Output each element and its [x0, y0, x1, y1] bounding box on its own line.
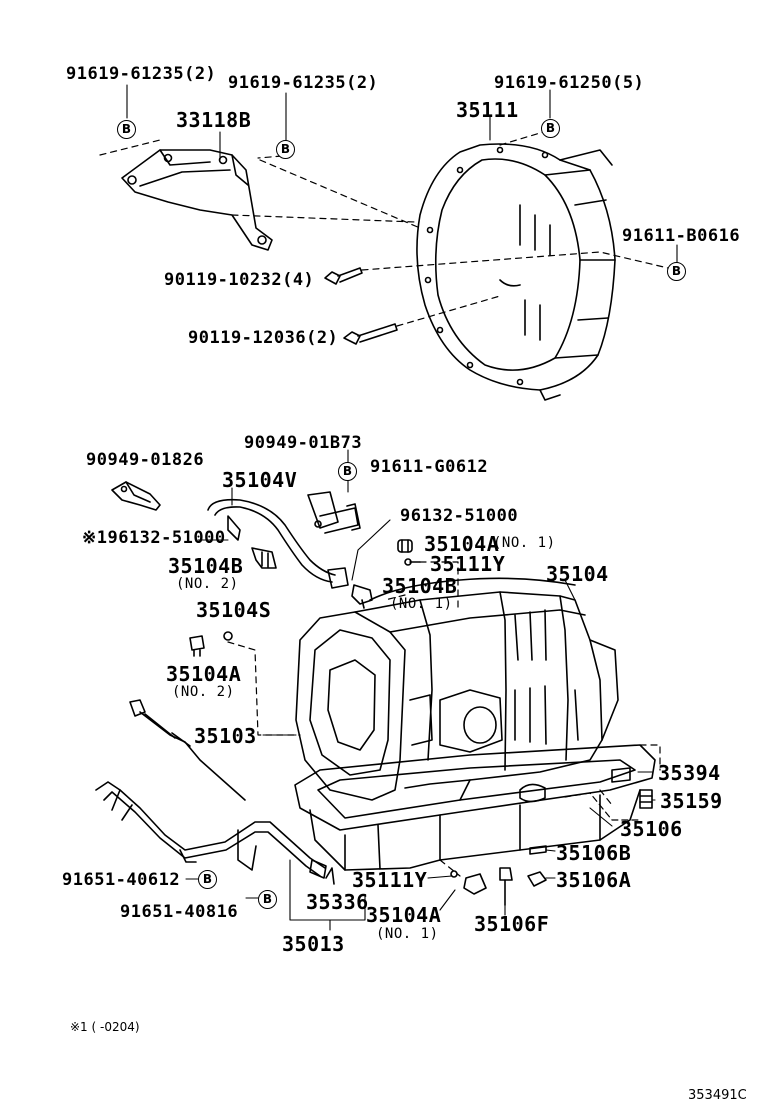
marker-b: B	[258, 890, 277, 909]
part-label-90119-12036: 90119-12036(2)	[188, 328, 339, 348]
part-label-35104a-no2: 35104A	[166, 662, 242, 686]
diagram-code: 353491C	[688, 1088, 747, 1103]
marker-b: B	[117, 120, 136, 139]
part-label-35159: 35159	[660, 789, 723, 813]
part-label-33118b: 33118B	[176, 108, 252, 132]
part-label-35106: 35106	[620, 817, 683, 841]
marker-b: B	[667, 262, 686, 281]
marker-b: B	[276, 140, 295, 159]
marker-b: B	[338, 462, 357, 481]
part-label-90949-01b73: 90949-01B73	[244, 433, 363, 453]
filler-tube-35013-drawing	[95, 781, 327, 879]
drain-parts-drawing	[325, 767, 653, 906]
part-label-35104a-no1-top-sub: (NO. 1)	[493, 535, 556, 551]
sensor-90949-01b73-drawing	[307, 491, 361, 534]
part-label-91611-b0616: 91611-B0616	[622, 226, 741, 246]
part-label-35104: 35104	[546, 562, 609, 586]
part-label-91619-61235-left: 91619-61235(2)	[66, 64, 217, 84]
marker-b: B	[198, 870, 217, 889]
part-label-35111: 35111	[456, 98, 519, 122]
part-label-35104b-no2: 35104B	[168, 554, 244, 578]
small-fittings-drawing	[189, 539, 421, 657]
bolts-90119-drawing	[324, 267, 398, 345]
part-label-35104a-no2-sub: (NO. 2)	[172, 684, 235, 700]
fitting-35104b-no2-drawing	[251, 547, 277, 569]
part-label-35111y-bottom: 35111Y	[352, 868, 428, 892]
part-label-35336: 35336	[306, 890, 369, 914]
bell-housing-35111-drawing	[416, 143, 616, 401]
part-label-35013: 35013	[282, 932, 345, 956]
part-label-96132-51000: 96132-51000	[400, 506, 519, 526]
part-label-35104a-no1-bottom: 35104A	[366, 903, 442, 927]
part-label-35111y-top: 35111Y	[430, 552, 506, 576]
bracket-33118b-drawing	[121, 149, 273, 251]
part-label-35104b-no2-sub: (NO. 2)	[176, 576, 239, 592]
marker-b: B	[541, 119, 560, 138]
part-label-35106a: 35106A	[556, 868, 632, 892]
part-label-35106f: 35106F	[474, 912, 550, 936]
part-label-35104a-no1-bottom-sub: (NO. 1)	[376, 926, 439, 942]
part-label-91651-40816: 91651-40816	[120, 902, 239, 922]
part-label-90949-01826: 90949-01826	[86, 450, 205, 470]
part-label-35104a-no1-top: 35104A	[424, 532, 500, 556]
part-label-35104s: 35104S	[196, 598, 272, 622]
part-label-35103: 35103	[194, 724, 257, 748]
dipstick-35103-drawing	[129, 699, 246, 801]
part-label-91619-61235-right: 91619-61235(2)	[228, 73, 379, 93]
clip-90949-01826-drawing	[111, 481, 161, 511]
part-label-35104b-no1: 35104B	[382, 574, 458, 598]
part-label-90119-10232: 90119-10232(4)	[164, 270, 315, 290]
part-label-91619-61250: 91619-61250(5)	[494, 73, 645, 93]
hose-35104v-drawing	[207, 498, 349, 589]
part-label-96132-51000-note: ※196132-51000	[82, 528, 226, 548]
part-label-35104b-no1-sub: (NO. 1)	[390, 596, 453, 612]
part-label-91611-g0612: 91611-G0612	[370, 457, 489, 477]
part-label-91651-40612: 91651-40612	[62, 870, 181, 890]
oil-pan-35106-drawing	[294, 744, 656, 871]
part-label-35106b: 35106B	[556, 841, 632, 865]
part-label-35104v: 35104V	[222, 468, 298, 492]
footnote: ※1 ( -0204)	[70, 1020, 140, 1034]
transmission-case-35104-drawing	[295, 577, 619, 801]
part-label-35394: 35394	[658, 761, 721, 785]
